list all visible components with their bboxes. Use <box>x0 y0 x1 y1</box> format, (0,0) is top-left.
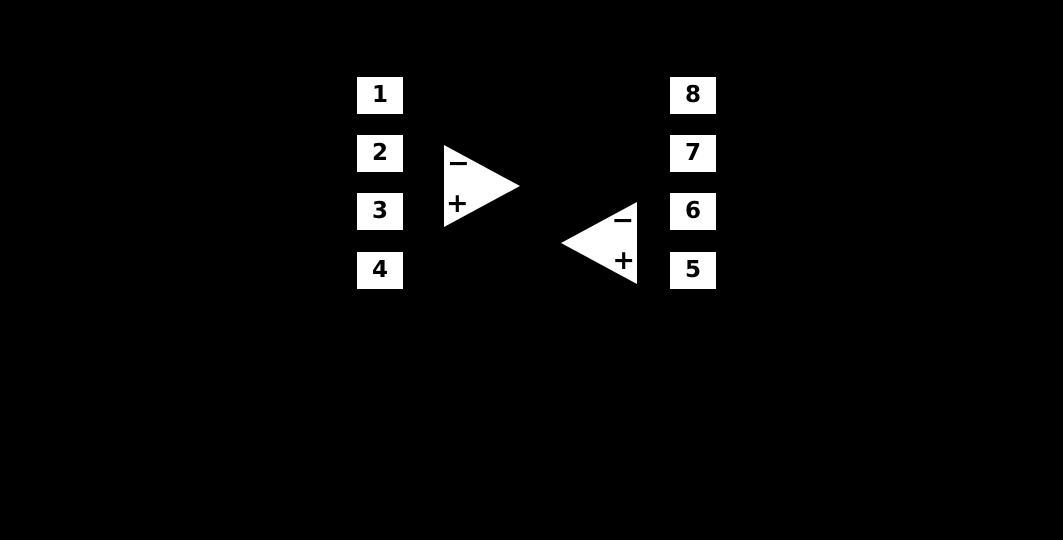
pin-box-5[interactable]: 5 <box>670 252 716 289</box>
pin-box-1[interactable]: 1 <box>357 77 403 114</box>
pin-box-8[interactable]: 8 <box>670 77 716 114</box>
pin-label: 5 <box>684 257 701 283</box>
pin-label: 2 <box>371 140 388 166</box>
inverting-input-minus-icon: − <box>447 148 470 179</box>
pin-label: 1 <box>371 82 388 108</box>
inverting-input-minus-icon: − <box>611 205 634 236</box>
noninverting-input-plus-icon: + <box>446 188 469 219</box>
triangle-left-icon <box>561 202 637 284</box>
pin-label: 6 <box>684 198 701 224</box>
pin-label: 3 <box>371 198 388 224</box>
pin-box-2[interactable]: 2 <box>357 135 403 172</box>
pin-box-4[interactable]: 4 <box>357 252 403 289</box>
triangle-right-icon <box>444 145 520 227</box>
pin-label: 7 <box>684 140 701 166</box>
pin-label: 4 <box>371 257 388 283</box>
opamp-a-symbol[interactable]: − + <box>444 145 520 227</box>
pin-box-6[interactable]: 6 <box>670 193 716 230</box>
pin-label: 8 <box>684 82 701 108</box>
noninverting-input-plus-icon: + <box>612 245 635 276</box>
pin-box-3[interactable]: 3 <box>357 193 403 230</box>
opamp-b-symbol[interactable]: − + <box>561 202 637 284</box>
pin-box-7[interactable]: 7 <box>670 135 716 172</box>
